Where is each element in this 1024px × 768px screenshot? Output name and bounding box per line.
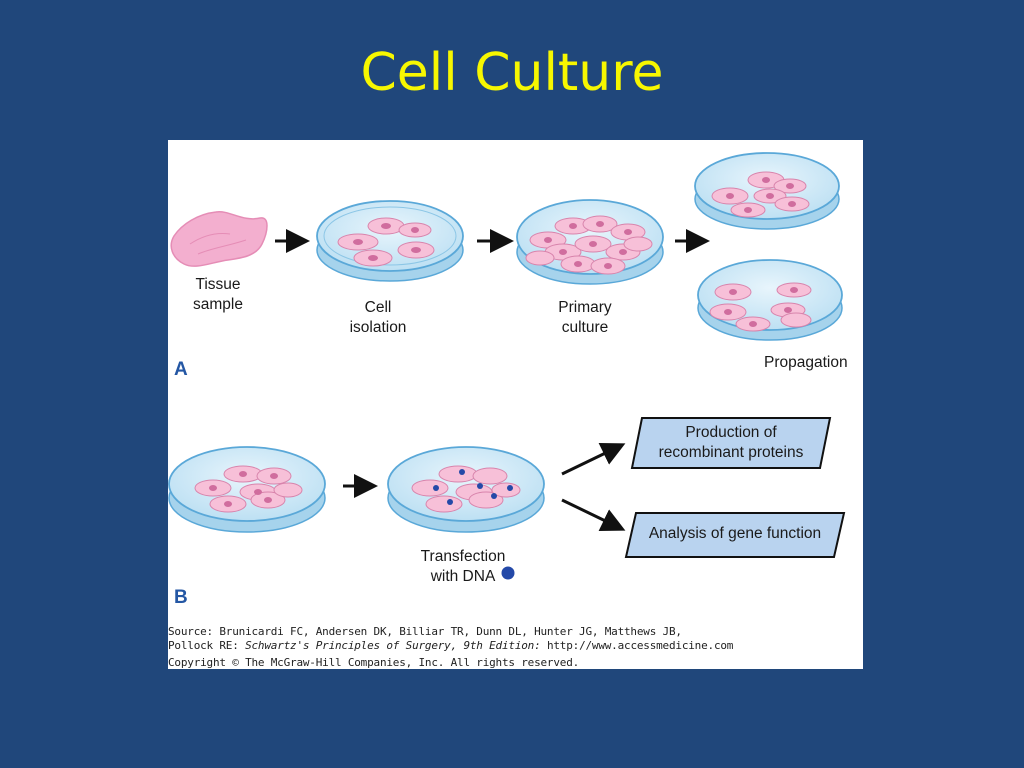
dna-legend-dot [501, 566, 515, 580]
dish-b-cells [168, 446, 326, 533]
slide-title: Cell Culture [360, 43, 664, 103]
dish-propagation-top [694, 152, 840, 230]
box-production [630, 417, 832, 469]
panel-a-tag: A [174, 359, 188, 380]
source-line-2: Pollock RE: Schwartz's Principles of Sur… [168, 639, 734, 652]
cell-isolation-label: Cell isolation [349, 299, 407, 336]
primary-culture-label: Primary culture [558, 299, 612, 336]
tissue-sample [170, 211, 268, 267]
dish-propagation-bottom [697, 259, 843, 341]
production-box-text: Production of recombinant proteins [658, 424, 804, 461]
dish-b-transfected [387, 446, 545, 533]
box-analysis [624, 512, 846, 558]
figure-graphics [168, 152, 846, 580]
analysis-box-text: Analysis of gene function [648, 525, 822, 542]
arrow-to-analysis [561, 498, 626, 531]
source-line-1: Source: Brunicardi FC, Andersen DK, Bill… [168, 625, 682, 638]
dish-cell-isolation [316, 200, 464, 282]
arrow-to-production [561, 443, 626, 476]
copyright-line: Copyright © The McGraw-Hill Companies, I… [168, 656, 580, 669]
dish-primary-culture [516, 199, 664, 285]
cell-culture-figure: Tissue sample Cell isolation Primary cul… [168, 140, 863, 669]
propagation-label: Propagation [764, 354, 848, 371]
tissue-label: Tissue sample [193, 276, 243, 313]
panel-b-tag: B [174, 587, 188, 608]
transfection-label: Transfection with DNA [420, 548, 506, 585]
